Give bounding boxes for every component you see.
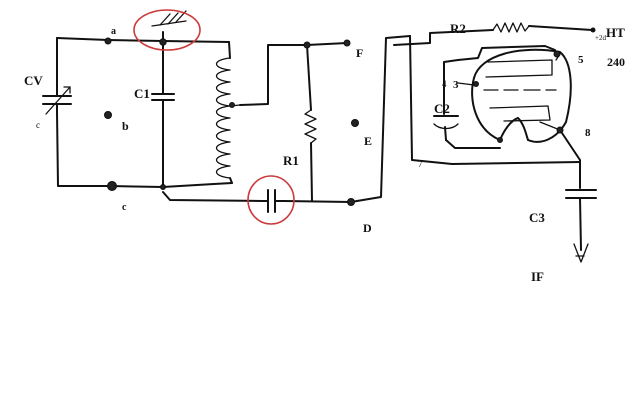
resistor-r2 <box>492 22 530 33</box>
node-dot-bottom-c1 <box>160 184 166 190</box>
wire-c2-to-valve <box>445 139 501 149</box>
node-dot-r1-top <box>303 41 311 49</box>
ground-symbol <box>151 10 187 42</box>
label-ht-value: 240 <box>607 55 625 69</box>
wire-top-to-r2 <box>393 29 494 46</box>
wire-pin7 <box>451 161 581 165</box>
label-ht-sign: +2d <box>595 34 606 42</box>
node-dot-pin5 <box>553 50 561 58</box>
wire-r1-top <box>306 44 312 111</box>
valve-tube <box>457 48 572 143</box>
node-dot-e <box>351 119 359 127</box>
inductor-coil <box>215 41 241 184</box>
wire-left-rail-lower <box>56 111 164 188</box>
label-cv: CV <box>24 73 43 88</box>
label-if: IF <box>531 269 544 284</box>
label-pin8: 8 <box>585 127 591 139</box>
wire-pin8-to-c3 <box>559 129 581 189</box>
label-node-b: b <box>122 119 129 133</box>
label-node-c: c <box>122 202 127 213</box>
wire-d-to-valve <box>350 35 411 203</box>
ht-terminal <box>590 27 596 33</box>
node-dot-f <box>343 39 351 47</box>
label-c-left: c <box>36 120 40 130</box>
capacitor-c2 <box>433 115 459 141</box>
node-dot-pin8 <box>556 126 564 134</box>
capacitor-c3 <box>565 189 597 263</box>
node-dot-top-c1 <box>159 38 167 46</box>
highlight-circle-capacitor <box>247 175 295 225</box>
label-ht: HT <box>606 25 625 40</box>
node-dot-c <box>107 181 117 191</box>
wire-pin3 <box>457 45 556 61</box>
wire-cap-to-d <box>283 200 352 203</box>
wire-top-left <box>56 37 230 43</box>
label-c2: C2 <box>434 101 450 116</box>
wire-r1-bottom <box>310 142 313 202</box>
capacitor-c1 <box>151 93 175 101</box>
label-node-f: F <box>356 46 363 60</box>
label-node-d: D <box>363 221 372 235</box>
label-c3: C3 <box>529 210 545 225</box>
label-r2: R2 <box>450 21 466 36</box>
label-node-a: a <box>111 26 116 37</box>
resistor-r1 <box>304 109 317 144</box>
wire-tap-to-f <box>239 42 348 106</box>
node-dot-pin7 <box>497 137 503 143</box>
wire-bottom-to-d <box>162 191 263 202</box>
wire-valve-loop <box>409 35 453 165</box>
node-dots <box>104 37 564 206</box>
label-pin3: 3 <box>453 79 459 91</box>
node-dot-d <box>347 198 355 206</box>
label-pin4: 4 <box>442 79 447 89</box>
node-dot-pin3 <box>473 81 479 87</box>
wire-c2-left <box>443 59 459 115</box>
label-c1: C1 <box>134 86 150 101</box>
wire-r2-to-ht <box>528 25 593 31</box>
node-dot-a <box>104 37 112 45</box>
coupling-capacitor <box>261 189 285 213</box>
label-pin5: 5 <box>578 54 584 66</box>
highlight-ellipse-ground <box>133 9 201 51</box>
label-r1: R1 <box>283 153 299 168</box>
wire-bottom-rail <box>162 182 233 188</box>
label-node-e: E <box>364 134 372 148</box>
label-pin7: 7 <box>418 159 423 169</box>
node-dot-coil-tap <box>229 102 235 108</box>
variable-capacitor-cv <box>42 86 72 115</box>
node-dot-b <box>104 111 112 119</box>
